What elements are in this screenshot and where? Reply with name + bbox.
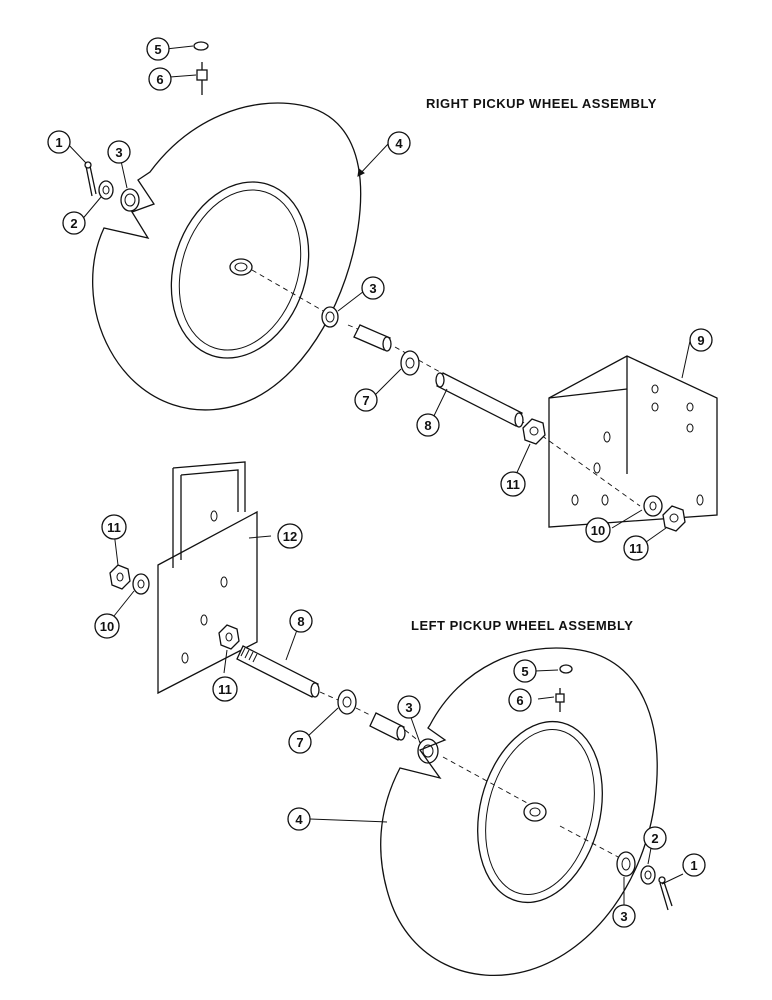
callout-left-8: 8 [289,609,313,633]
callout-right-3b: 3 [361,276,385,300]
right-mounting-bracket [548,355,718,528]
callout-right-5: 5 [146,37,170,61]
callout-left-12: 12 [277,523,303,549]
callout-right-11b: 11 [623,535,649,561]
right-spacer-tube [353,324,392,352]
right-washer-7 [400,350,420,376]
svg-text:2: 2 [651,831,658,846]
callout-right-7: 7 [354,388,378,412]
svg-text:4: 4 [295,812,303,827]
svg-text:1: 1 [690,858,697,873]
svg-text:3: 3 [620,909,627,924]
svg-text:12: 12 [283,529,297,544]
right-washer-10 [643,495,663,517]
right-spacer-inner [321,306,339,328]
right-spacer-outer [120,188,140,212]
svg-text:5: 5 [154,42,161,57]
callout-left-5: 5 [513,659,537,683]
callout-right-8: 8 [416,413,440,437]
left-washer-2 [640,865,656,885]
svg-text:3: 3 [405,700,412,715]
left-tire [380,647,658,977]
left-pickup-wheel-assembly: LEFT PICKUP WHEEL ASSEMBLY [94,461,706,977]
svg-text:7: 7 [296,735,303,750]
left-washer-10 [132,573,150,595]
right-grease-fitting [196,62,208,95]
callout-right-4: 4 [387,131,411,155]
svg-text:8: 8 [297,614,304,629]
left-nut-a [109,564,131,590]
svg-text:1: 1 [55,135,62,150]
right-assembly-title: RIGHT PICKUP WHEEL ASSEMBLY [426,96,657,111]
callout-left-4: 4 [287,807,311,831]
callout-left-3b: 3 [612,904,636,928]
callout-left-1: 1 [682,853,706,877]
left-nut-b [218,624,240,650]
svg-text:2: 2 [70,216,77,231]
callout-left-10: 10 [94,613,120,639]
svg-text:10: 10 [100,619,114,634]
svg-text:11: 11 [218,682,232,697]
svg-text:11: 11 [506,477,520,492]
left-assembly-title: LEFT PICKUP WHEEL ASSEMBLY [411,618,633,633]
svg-text:7: 7 [362,393,369,408]
callout-left-3a: 3 [397,695,421,719]
callout-left-11a: 11 [101,514,127,540]
callout-right-1: 1 [47,130,71,154]
callout-right-9: 9 [689,328,713,352]
callout-right-6: 6 [148,67,172,91]
svg-text:3: 3 [369,281,376,296]
left-grease-fitting [555,688,565,712]
right-nut-a [522,418,546,445]
callout-left-7: 7 [288,730,312,754]
svg-text:4: 4 [395,136,403,151]
left-mounting-plate [157,461,258,695]
callout-left-2: 2 [643,826,667,850]
svg-text:9: 9 [697,333,704,348]
svg-text:5: 5 [521,664,528,679]
right-cotter-pin [84,161,97,197]
svg-text:10: 10 [591,523,605,538]
left-spacer-outer [616,851,636,877]
left-cotter-pin [658,876,673,911]
right-tire [92,102,362,411]
callout-left-6: 6 [508,688,532,712]
left-spacer-tube [369,712,406,741]
svg-text:11: 11 [107,520,121,535]
callout-right-11a: 11 [500,471,526,497]
callout-left-11b: 11 [212,676,238,702]
callout-right-3a: 3 [107,140,131,164]
left-washer-7 [337,689,357,715]
svg-text:6: 6 [156,72,163,87]
svg-text:3: 3 [115,145,122,160]
right-washer-2 [98,180,114,200]
right-pickup-wheel-assembly: RIGHT PICKUP WHEEL ASSEMBLY [47,37,718,561]
right-axle-bolt [435,372,524,428]
svg-text:8: 8 [424,418,431,433]
svg-text:11: 11 [629,541,643,556]
callout-right-10: 10 [585,517,611,543]
right-cap [193,41,209,51]
right-nut-b [662,505,686,532]
left-axle-bolt [236,645,320,698]
callout-right-2: 2 [62,211,86,235]
svg-text:6: 6 [516,693,523,708]
left-cap [559,664,573,674]
